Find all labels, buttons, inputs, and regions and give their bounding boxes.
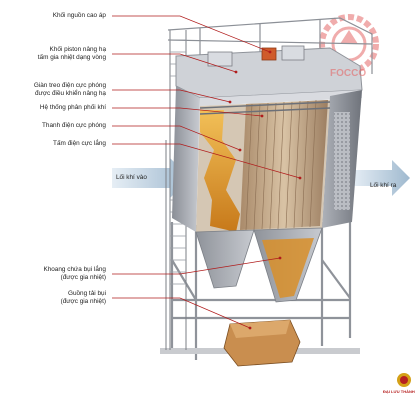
casing-front-face — [200, 90, 362, 106]
label-discharge-bars: Thanh điện cực phóng — [42, 122, 106, 129]
support-structure — [170, 220, 352, 360]
label-lifting-piston: Khối piston nâng hạ tấm gia nhiệt dạng v… — [37, 46, 106, 61]
perforated-panel — [334, 112, 350, 210]
label-gas-distribution: Hệ thống phân phối khí — [39, 104, 106, 111]
gas-outlet-arrow-icon — [352, 160, 410, 196]
label-gas-inlet: Lối khí vào — [116, 174, 147, 181]
watermark-logo-text: FOCCO — [330, 68, 367, 79]
leader-dots — [228, 50, 302, 330]
label-dust-hopper: Khoang chứa bụi lắng (được gia nhiệt) — [43, 266, 106, 281]
dust-trough — [223, 319, 301, 367]
hopper-dust — [262, 238, 314, 298]
casing-left-face — [172, 86, 200, 232]
collector-plates — [240, 99, 328, 231]
label-gas-outlet: Lối khí ra — [370, 182, 397, 189]
label-electrode-hanger: Giàn treo điện cực phóng được điều khiển… — [33, 82, 106, 97]
leader-lines — [112, 15, 301, 329]
gas-distribution-rails — [199, 101, 331, 115]
dust-layer — [200, 110, 240, 232]
company-logo-icon — [397, 373, 411, 387]
label-dust-trough: Guồng tải bụi (được gia nhiệt) — [60, 290, 106, 305]
high-voltage-units — [207, 45, 305, 67]
roof-railing — [167, 17, 373, 74]
left-hopper — [195, 229, 255, 289]
bottom-logo-text: ĐẠI LƯU THÀNH — [383, 389, 415, 394]
label-collector-plates: Tấm điện cực lắng — [53, 140, 106, 147]
label-high-voltage-source: Khối nguồn cao áp — [52, 12, 106, 19]
